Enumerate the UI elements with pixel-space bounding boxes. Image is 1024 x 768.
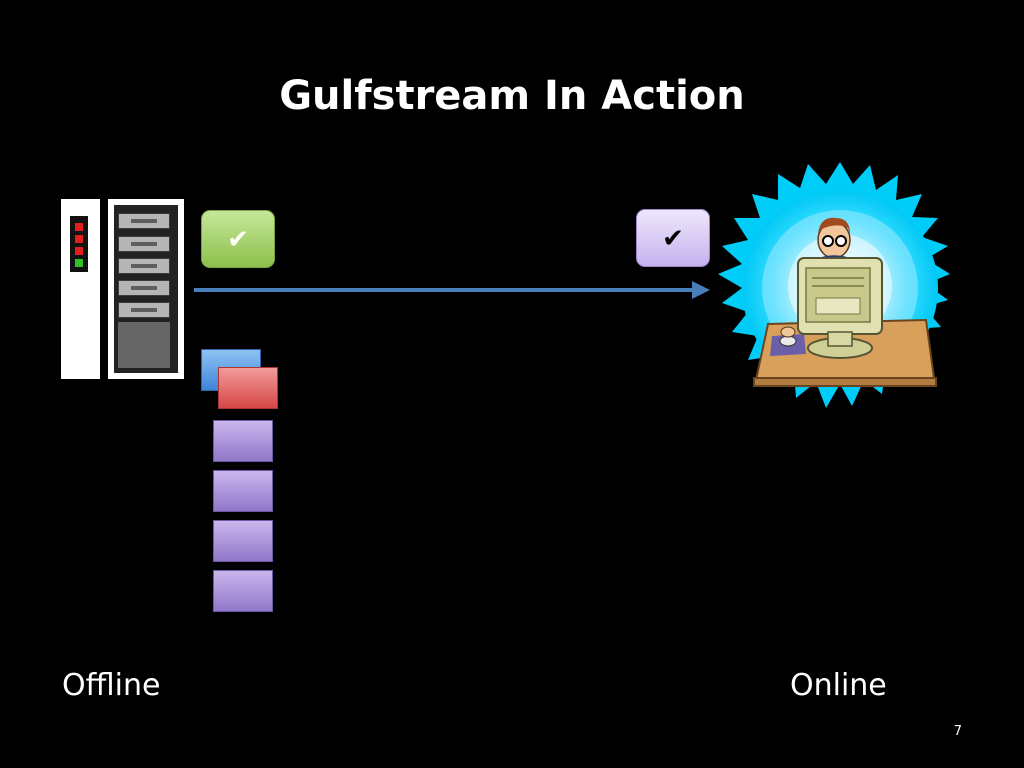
server-drive xyxy=(118,236,170,252)
violet-block xyxy=(213,570,273,612)
red-block xyxy=(218,367,278,409)
transfer-arrow-icon xyxy=(194,281,710,299)
online-check-button[interactable]: ✔ xyxy=(636,209,710,267)
check-icon: ✔ xyxy=(662,224,684,254)
server-status-lights xyxy=(70,216,88,272)
server-drive xyxy=(118,302,170,318)
server-drive-bay xyxy=(118,322,170,368)
server-drive xyxy=(118,258,170,274)
violet-block xyxy=(213,420,273,462)
page-number: 7 xyxy=(953,724,962,739)
led-red-2 xyxy=(75,235,83,243)
check-icon: ✔ xyxy=(227,225,249,255)
server-drive xyxy=(118,213,170,229)
server-drive xyxy=(118,280,170,296)
user-at-computer-icon xyxy=(718,162,950,408)
violet-block xyxy=(213,470,273,512)
offline-check-button[interactable]: ✔ xyxy=(201,210,275,268)
led-red-3 xyxy=(75,247,83,255)
slide-title: Gulfstream In Action xyxy=(279,73,745,119)
online-label: Online xyxy=(790,668,887,703)
offline-label: Offline xyxy=(62,668,161,703)
violet-block xyxy=(213,520,273,562)
led-red-1 xyxy=(75,223,83,231)
led-green xyxy=(75,259,83,267)
